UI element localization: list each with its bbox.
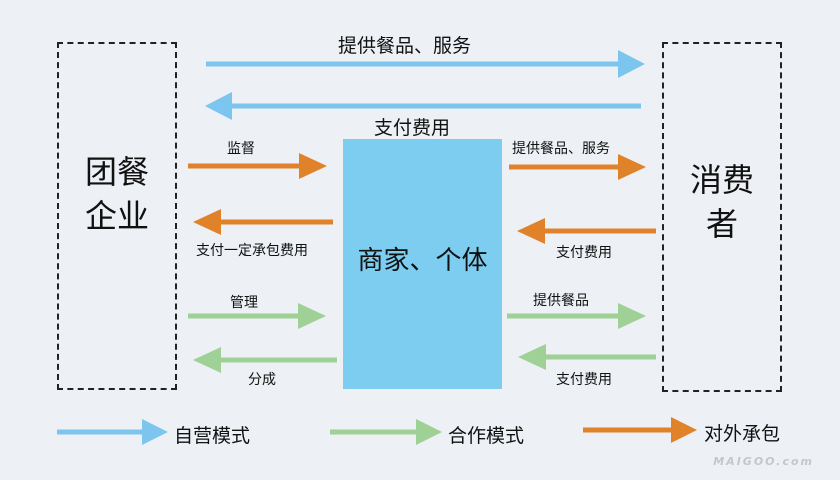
arrow-contract-fee <box>193 209 333 235</box>
share-label: 分成 <box>248 372 276 388</box>
arrow-r-provide-service <box>509 154 646 180</box>
arrow-r-provide-meal <box>507 303 646 329</box>
consumer-box <box>662 42 782 392</box>
legend-arrow-self-operated <box>57 419 168 445</box>
r-pay-label-2: 支付费用 <box>556 372 612 388</box>
arrow-top-provide <box>206 50 645 78</box>
top-pay-label: 支付费用 <box>374 117 451 139</box>
legend-arrow-outsourcing <box>583 417 697 443</box>
arrow-top-pay <box>205 92 641 120</box>
top-provide-label: 提供餐品、服务 <box>338 35 472 57</box>
arrow-supervise <box>188 153 327 179</box>
arrow-r-pay-2 <box>518 344 656 370</box>
consumer-label: 消费 者 <box>689 161 754 243</box>
legend-label-cooperation: 合作模式 <box>448 425 525 447</box>
legend-label-outsourcing: 对外承包 <box>704 423 781 445</box>
r-provide-meal-label: 提供餐品 <box>533 293 589 309</box>
r-pay-label-1: 支付费用 <box>556 245 612 261</box>
supervise-label: 监督 <box>227 141 255 157</box>
legend-arrow-cooperation <box>330 419 442 445</box>
legend-label-self-operated: 自营模式 <box>174 425 251 447</box>
merchant-label: 商家、个体 <box>357 246 488 276</box>
watermark: MAIGOO.com <box>713 455 814 468</box>
group-catering-enterprise-box <box>57 42 177 390</box>
group-catering-enterprise-label: 团餐 企业 <box>84 153 149 235</box>
contract-fee-label: 支付一定承包费用 <box>196 243 308 259</box>
arrow-r-pay-1 <box>517 218 656 244</box>
arrow-manage <box>188 303 326 329</box>
arrow-share <box>193 347 337 373</box>
manage-label: 管理 <box>230 295 258 311</box>
merchant-box <box>343 139 502 389</box>
r-provide-service-label: 提供餐品、服务 <box>512 141 610 157</box>
